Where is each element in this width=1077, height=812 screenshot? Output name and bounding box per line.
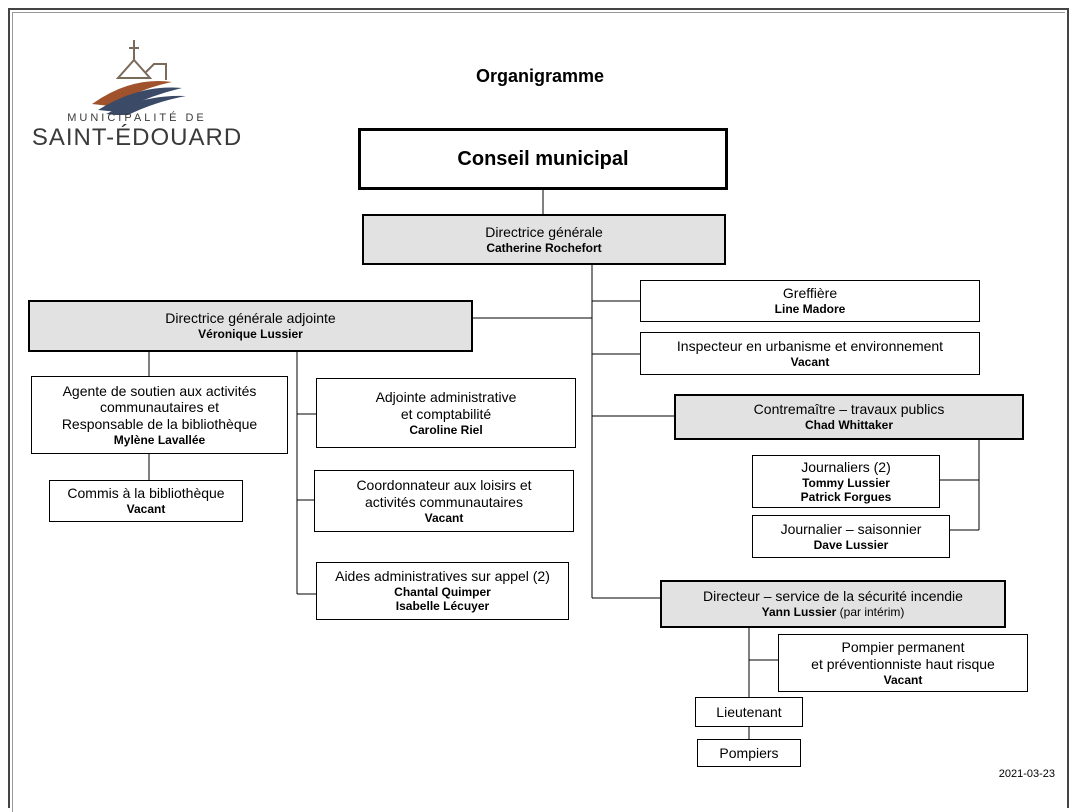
aides-name-2: Isabelle Lécuyer [395,599,490,614]
lieutenant-title: Lieutenant [716,703,782,720]
coordo-name: Vacant [424,510,464,525]
agente-title-2: communautaires et [99,399,220,416]
node-pompiers: Pompiers [697,739,801,767]
node-directrice-generale: Directrice générale Catherine Rochefort [362,214,726,265]
node-directeur-incendie: Directeur – service de la sécurité incen… [660,580,1006,628]
adjointe-title-2: et comptabilité [400,405,492,422]
page-frame [8,8,1069,808]
page-frame-inner [12,12,1065,812]
saisonnier-name: Dave Lussier [813,537,889,552]
incendie-name-line: Yann Lussier (par intérim) [762,605,905,619]
incendie-name: Yann Lussier [761,605,837,620]
page-title: Organigramme [475,66,605,86]
aides-title: Aides administratives sur appel (2) [335,568,550,585]
dg-name: Catherine Rochefort [486,240,602,255]
pompier-permanent-name: Vacant [883,672,923,687]
adjointe-name: Caroline Riel [409,422,483,437]
node-coordonnateur-loisirs: Coordonnateur aux loisirs et activités c… [314,470,574,532]
node-commis-bibliotheque: Commis à la bibliothèque Vacant [49,480,243,522]
logo-line2: SAINT-ÉDOUARD [31,124,243,151]
aides-name-1: Chantal Quimper [394,585,491,599]
contremaitre-title: Contremaître – travaux publics [753,401,945,418]
node-inspecteur-urbanisme: Inspecteur en urbanisme et environnement… [640,332,980,375]
node-contremaitre: Contremaître – travaux publics Chad Whit… [674,394,1024,440]
village-logo-icon [92,40,186,115]
journaliers-title: Journaliers (2) [801,458,891,475]
agente-title-3: Responsable de la bibliothèque [61,416,258,433]
coordo-title-1: Coordonnateur aux loisirs et [356,477,532,493]
inspecteur-name: Vacant [790,354,830,369]
commis-title: Commis à la bibliothèque [67,485,225,502]
node-adjointe-administrative: Adjointe administrative et comptabilité … [316,378,576,448]
saisonnier-title: Journalier – saisonnier [780,520,922,537]
commis-name: Vacant [126,502,166,517]
dga-title: Directrice générale adjointe [165,310,336,327]
pompier-permanent-title-1: Pompier permanent [841,639,965,655]
coordo-title-2: activités communautaires [365,493,523,510]
adjointe-title-1: Adjointe administrative [375,389,517,405]
greffiere-title: Greffière [782,285,838,302]
conseil-title: Conseil municipal [457,148,629,170]
document-date: 2021-03-23 [998,768,1055,780]
node-journalier-saisonnier: Journalier – saisonnier Dave Lussier [752,515,950,558]
municipal-logo: MUNICIPALITÉ DE SAINT-ÉDOUARD [22,40,252,155]
incendie-note: (par intérim) [839,605,905,620]
agente-name: Mylène Lavallée [113,433,206,447]
node-directrice-generale-adjointe: Directrice générale adjointe Véronique L… [28,300,473,352]
greffiere-name: Line Madore [774,302,846,317]
incendie-title: Directeur – service de la sécurité incen… [703,588,963,605]
node-journaliers: Journaliers (2) Tommy Lussier Patrick Fo… [752,455,940,508]
agente-title-1: Agente de soutien aux activités [62,382,257,399]
node-pompier-permanent: Pompier permanent et préventionniste hau… [778,634,1028,692]
inspecteur-title: Inspecteur en urbanisme et environnement [676,337,944,354]
node-agente-soutien: Agente de soutien aux activités communau… [31,376,288,454]
dg-title: Directrice générale [485,223,603,240]
logo-line1: MUNICIPALITÉ DE [67,112,207,124]
journaliers-name-1: Tommy Lussier [802,475,890,490]
node-lieutenant: Lieutenant [695,697,803,727]
node-conseil-municipal: Conseil municipal [358,128,728,190]
pompier-permanent-title-2: et préventionniste haut risque [811,655,995,672]
journaliers-name-2: Patrick Forgues [800,489,892,504]
node-greffiere: Greffière Line Madore [640,280,980,322]
contremaitre-name: Chad Whittaker [804,418,893,433]
pompiers-title: Pompiers [719,744,779,761]
dga-name: Véronique Lussier [198,327,303,342]
node-aides-administratives: Aides administratives sur appel (2) Chan… [316,562,569,620]
